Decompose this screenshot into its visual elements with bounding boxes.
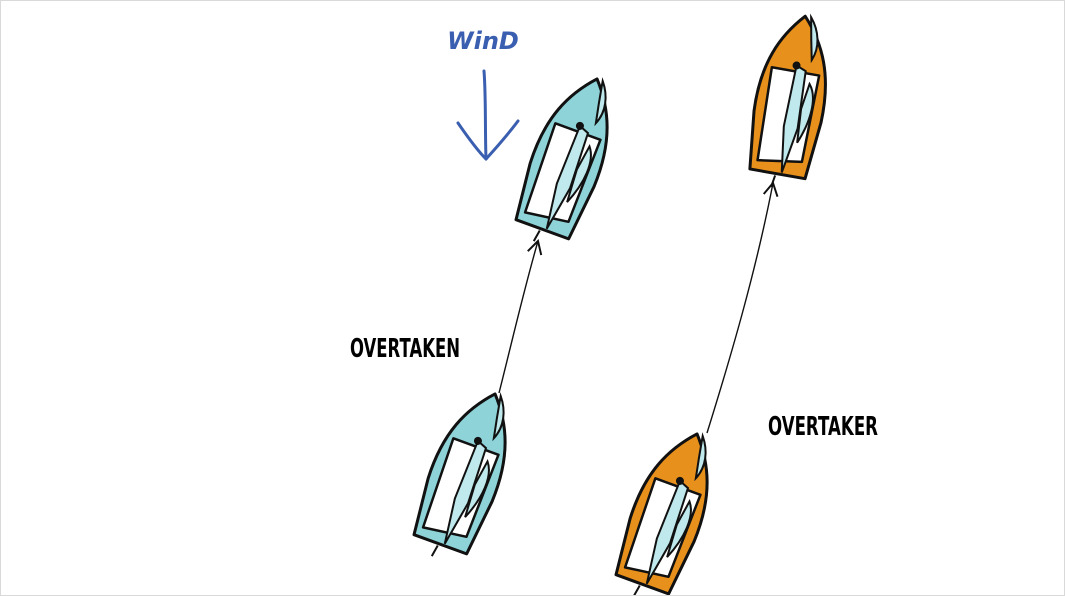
overtaken-label: OVERTAKEN [350, 334, 460, 364]
overtaker-boat-end [739, 8, 841, 196]
wind-arrow-icon [456, 69, 520, 161]
overtaken-course-arrow [498, 239, 543, 394]
overtaker-label: OVERTAKER [768, 412, 878, 442]
overtaken-boat-start [401, 380, 529, 571]
overtaken-boat-end [503, 65, 631, 256]
wind-label: WinD [447, 27, 519, 55]
overtaker-boat-start [603, 420, 731, 595]
wind-indicator: WinD [447, 27, 520, 161]
overtaker-course-arrow [706, 181, 779, 434]
